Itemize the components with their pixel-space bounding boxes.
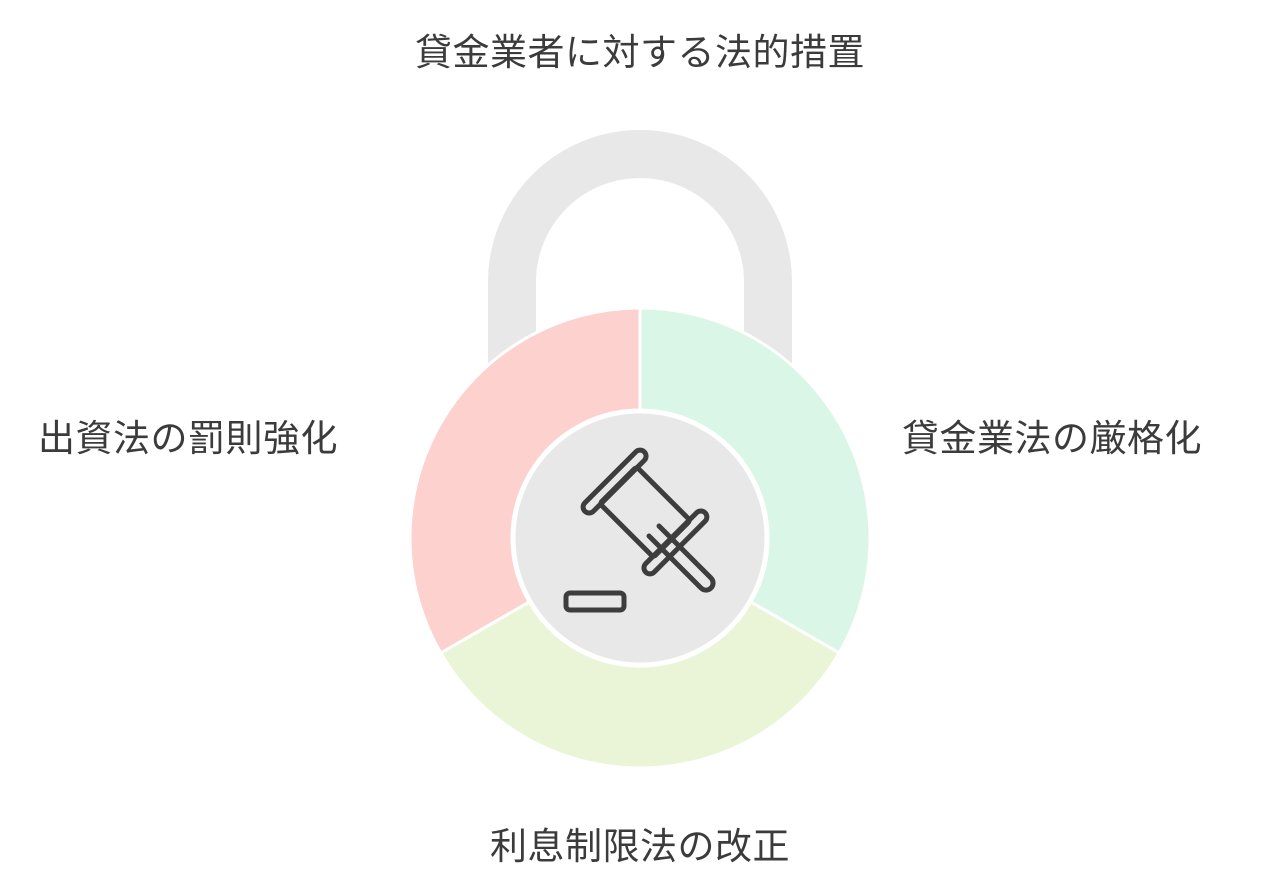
segment-right (638, 306, 872, 656)
center-disc (512, 410, 768, 666)
segment-label-right: 貸金業法の厳格化 (902, 417, 1202, 460)
padlock-shackle (488, 130, 792, 372)
segment-label-bottom: 利息制限法の改正 (490, 825, 790, 868)
segment-left (408, 306, 642, 656)
segment-label-left: 出資法の罰則強化 (38, 417, 338, 460)
gavel-icon (563, 447, 716, 613)
diagram-title: 貸金業者に対する法的措置 (415, 31, 865, 74)
segment-bottom (438, 599, 842, 770)
